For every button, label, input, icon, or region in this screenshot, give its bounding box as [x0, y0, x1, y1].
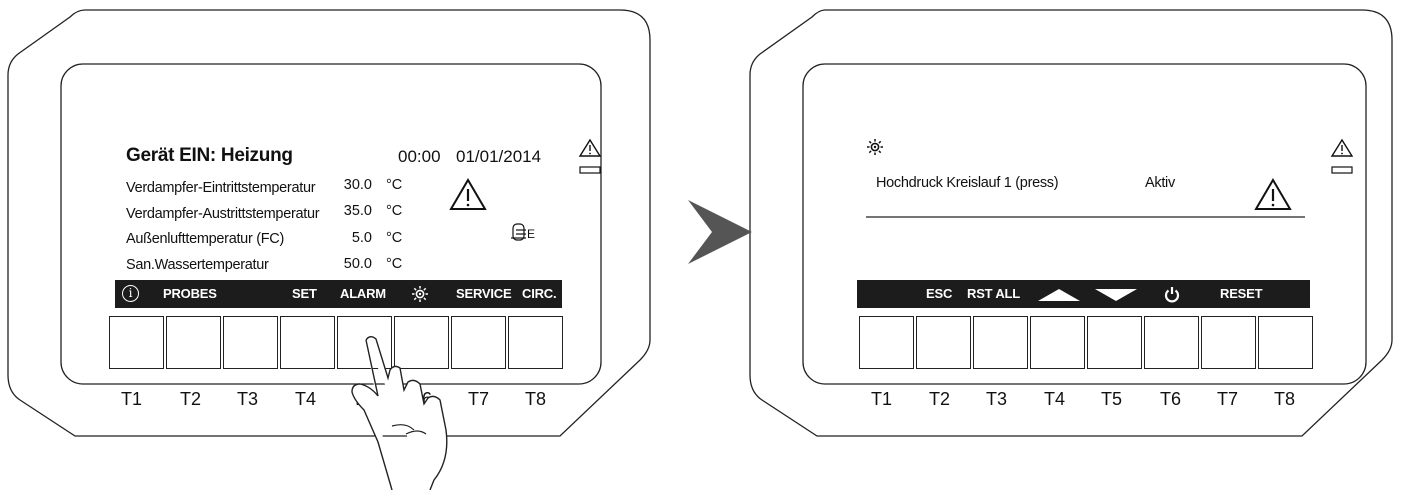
left-led-indicator	[579, 166, 601, 174]
right-device-outer-frame	[749, 9, 1393, 437]
reading-label: Verdampfer-Austrittstemperatur	[126, 206, 320, 222]
reading-unit: °C	[386, 256, 403, 272]
key-t6[interactable]	[1144, 316, 1199, 369]
power-icon	[1164, 287, 1180, 303]
right-softkey-bar: ESC RST ALL RESET	[857, 280, 1310, 308]
key-t4[interactable]	[280, 316, 335, 369]
reading-unit: °C	[386, 177, 403, 193]
softkey-service: SERVICE	[456, 286, 512, 301]
right-screen-warning-icon	[1254, 178, 1292, 210]
key-label: T8	[525, 389, 547, 409]
key-t7[interactable]	[451, 316, 506, 369]
softkey-rst-all: RST ALL	[967, 286, 1020, 301]
key-t7[interactable]	[1201, 316, 1256, 369]
left-device-inner-frame	[60, 63, 602, 385]
reading-value: 30.0	[343, 177, 372, 193]
softkey-probes: PROBES	[163, 286, 217, 301]
key-label: T2	[180, 389, 202, 409]
alarm-text: Hochdruck Kreislauf 1 (press)	[876, 175, 1059, 191]
key-label: T6	[1160, 389, 1182, 409]
mode-indicator: E	[527, 227, 536, 241]
tank-icon	[511, 223, 526, 241]
reading-value: 35.0	[343, 203, 372, 219]
key-label: T4	[295, 389, 317, 409]
key-label: T7	[468, 389, 490, 409]
key-t1[interactable]	[109, 316, 164, 369]
softkey-esc: ESC	[926, 286, 953, 301]
key-label: T1	[871, 389, 893, 409]
key-label: T3	[986, 389, 1008, 409]
key-t3[interactable]	[223, 316, 278, 369]
clock-date: 01/01/2014	[456, 147, 542, 166]
key-t4[interactable]	[1030, 316, 1085, 369]
alarm-status: Aktiv	[1145, 175, 1175, 191]
softkey-circ: CIRC.	[522, 286, 557, 301]
key-label: T2	[929, 389, 951, 409]
key-t2[interactable]	[916, 316, 971, 369]
reading-label: San.Wassertemperatur	[126, 257, 269, 273]
clock-time: 00:00	[398, 147, 441, 166]
reading-unit: °C	[386, 203, 403, 219]
softkey-alarm: ALARM	[340, 286, 386, 301]
screen-title: Gerät EIN: Heizung	[126, 145, 293, 166]
key-t6[interactable]	[394, 316, 449, 369]
right-led-indicator	[1331, 166, 1353, 174]
left-device-outer-frame	[7, 9, 651, 437]
up-arrow-icon	[1038, 289, 1080, 301]
softkey-set: SET	[292, 286, 317, 301]
info-icon: i	[122, 285, 139, 302]
key-t8[interactable]	[508, 316, 563, 369]
left-screen-warning-icon	[449, 178, 487, 210]
key-t3[interactable]	[973, 316, 1028, 369]
sun-icon	[412, 286, 428, 302]
key-label: T8	[1274, 389, 1296, 409]
reading-unit: °C	[386, 230, 403, 246]
softkey-reset: RESET	[1220, 286, 1263, 301]
down-arrow-icon	[1095, 289, 1137, 301]
right-bezel-warning-icon	[1330, 138, 1354, 157]
key-label: T3	[237, 389, 259, 409]
left-key-row	[109, 316, 565, 369]
hand-pointer-icon	[351, 336, 448, 490]
right-device-inner-frame	[802, 63, 1367, 385]
key-t2[interactable]	[166, 316, 221, 369]
key-label: T1	[121, 389, 143, 409]
reading-label: Außenlufttemperatur (FC)	[126, 231, 284, 247]
key-t1[interactable]	[859, 316, 914, 369]
reading-value: 5.0	[351, 230, 372, 246]
reading-value: 50.0	[343, 256, 372, 272]
key-label: T5	[1101, 389, 1123, 409]
left-softkey-bar: i PROBES SET ALARM SERVICE CIRC.	[115, 280, 562, 308]
left-bezel-warning-icon	[578, 138, 602, 157]
key-t8[interactable]	[1258, 316, 1313, 369]
right-screen-sun-icon	[867, 139, 883, 155]
right-key-row	[859, 316, 1315, 369]
key-label: T4	[1044, 389, 1066, 409]
reading-label: Verdampfer-Eintrittstemperatur	[126, 180, 316, 196]
key-label: T7	[1217, 389, 1239, 409]
transition-arrow-icon	[688, 200, 752, 264]
key-t5[interactable]	[1087, 316, 1142, 369]
